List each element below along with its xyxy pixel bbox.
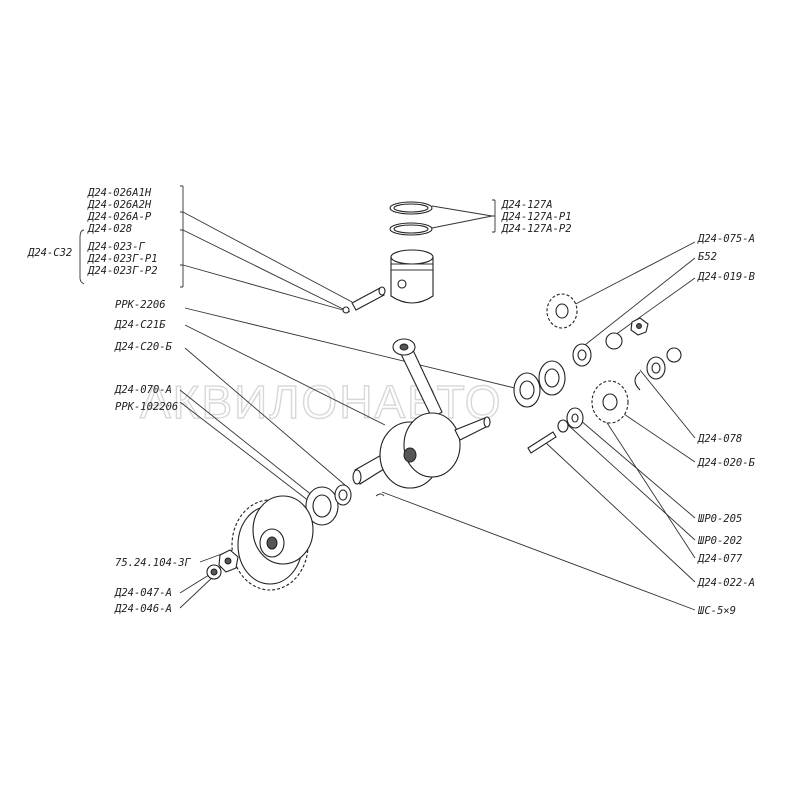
circlip-and-bearing: [634, 347, 682, 391]
part-label: Д24-023Г-Р1: [87, 253, 158, 265]
crankshaft: [352, 412, 491, 489]
part-label: Д24-127А: [501, 199, 553, 211]
part-label: Д24-070-А: [114, 384, 172, 396]
part-label: Д24-022-А: [697, 577, 755, 589]
gear-right: [591, 380, 629, 424]
right-bearings: [513, 360, 566, 408]
part-label: Д24-023-Г: [87, 241, 146, 253]
part-label: Д24-078: [697, 433, 742, 445]
group-label: Д24-С32: [27, 247, 72, 259]
nut-right: [630, 317, 649, 336]
part-label: Д24-026А2Н: [87, 199, 152, 211]
part-label: 75.24.104-3Г: [115, 557, 192, 569]
part-label: Д24-047-А: [114, 587, 172, 599]
part-label: Д24-020-Б: [697, 457, 756, 469]
leader-lines: [179, 185, 696, 611]
part-label: РРК-2206: [115, 299, 166, 311]
pin-key: [527, 431, 557, 454]
drive-gear: [231, 495, 314, 591]
part-label: Д24-023Г-Р2: [87, 265, 158, 277]
small-gear-top: [546, 293, 578, 329]
part-label: Б52: [698, 251, 717, 263]
labels-left: Д24-026А1Н Д24-026А2Н Д24-026А-Р Д24-028…: [27, 187, 192, 615]
part-label: Д24-026А1Н: [87, 187, 152, 199]
piston-rings: [389, 201, 433, 236]
part-label: Д24-С20-Б: [114, 341, 173, 353]
part-label: Д24-075-А: [697, 233, 755, 245]
part-label: Д24-127А-Р1: [501, 211, 572, 223]
piston-pin: [342, 286, 386, 314]
part-label: Д24-С21Б: [114, 319, 166, 331]
labels-right: Д24-127А Д24-127А-Р1 Д24-127А-Р2 Д24-075…: [501, 199, 756, 617]
small-bearing-lower: [557, 407, 584, 433]
part-label: ШС-5×9: [697, 605, 736, 617]
piston: [390, 249, 434, 304]
part-label: ШР0-205: [697, 513, 742, 525]
part-label: Д24-046-А: [114, 603, 172, 615]
group-brace: [79, 229, 85, 285]
part-label: РРК-102206: [115, 401, 178, 413]
part-label: Д24-028: [87, 223, 132, 235]
part-label: Д24-077: [697, 553, 743, 565]
part-label: Д24-019-В: [697, 271, 755, 283]
part-label: Д24-026А-Р: [87, 211, 152, 223]
part-label: Д24-127А-Р2: [501, 223, 572, 235]
connecting-rod: [392, 338, 443, 419]
part-label: ШР0-202: [697, 535, 742, 547]
bearing-left: [305, 484, 385, 526]
spacer-right: [572, 332, 623, 367]
nut-and-washer: [206, 549, 239, 580]
